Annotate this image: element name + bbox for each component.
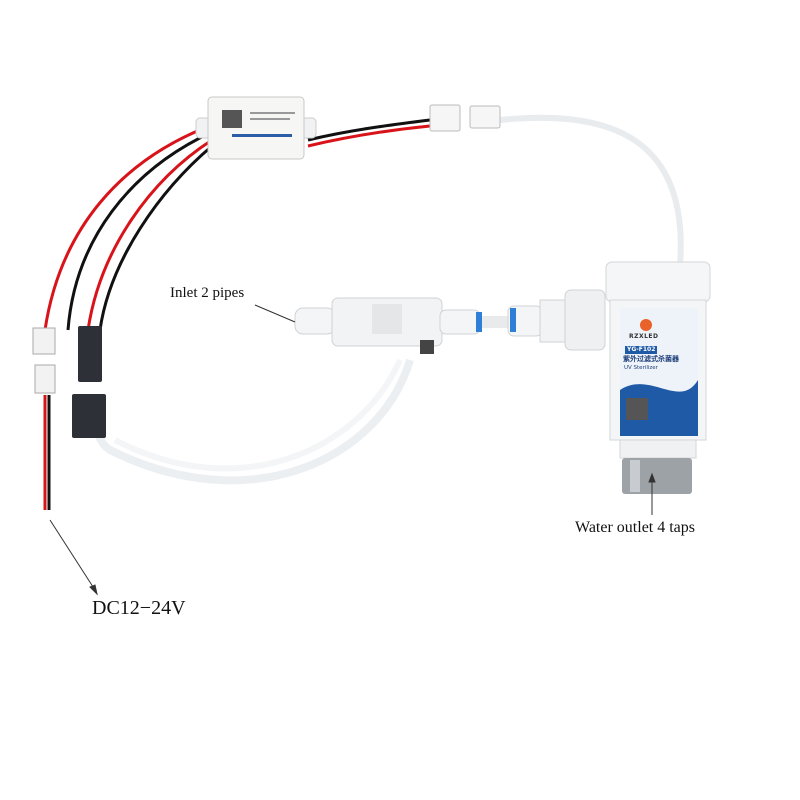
jst-connector-bottom [34, 364, 56, 394]
device-brand: RZXLED [629, 333, 659, 340]
device-name-cn: 紫外过滤式杀菌器 [623, 355, 679, 363]
uv-sterilizer [605, 261, 711, 494]
sm-connector-top [78, 326, 102, 382]
annotation-arrows [49, 304, 656, 596]
outlet-annotation: Water outlet 4 taps [575, 519, 696, 536]
inlet-tube [93, 358, 414, 485]
connector-female [429, 104, 461, 132]
power-annotation: DC12−24V [92, 597, 186, 619]
jst-connector-top [32, 327, 56, 355]
sm-connector-bottom [72, 394, 106, 438]
device-model: YG-F102 [625, 346, 658, 354]
brand-logo [640, 319, 652, 331]
inlet-annotation: Inlet 2 pipes [170, 285, 245, 301]
sensor-cable [499, 114, 684, 266]
device-name-en: UV Sterilizer [624, 365, 658, 371]
connector-male [469, 105, 501, 129]
power-wires [43, 118, 431, 510]
inlet-valve-assembly [294, 289, 606, 354]
led-driver-box [195, 96, 317, 160]
qr-code [626, 398, 648, 420]
qr-code [222, 110, 242, 128]
